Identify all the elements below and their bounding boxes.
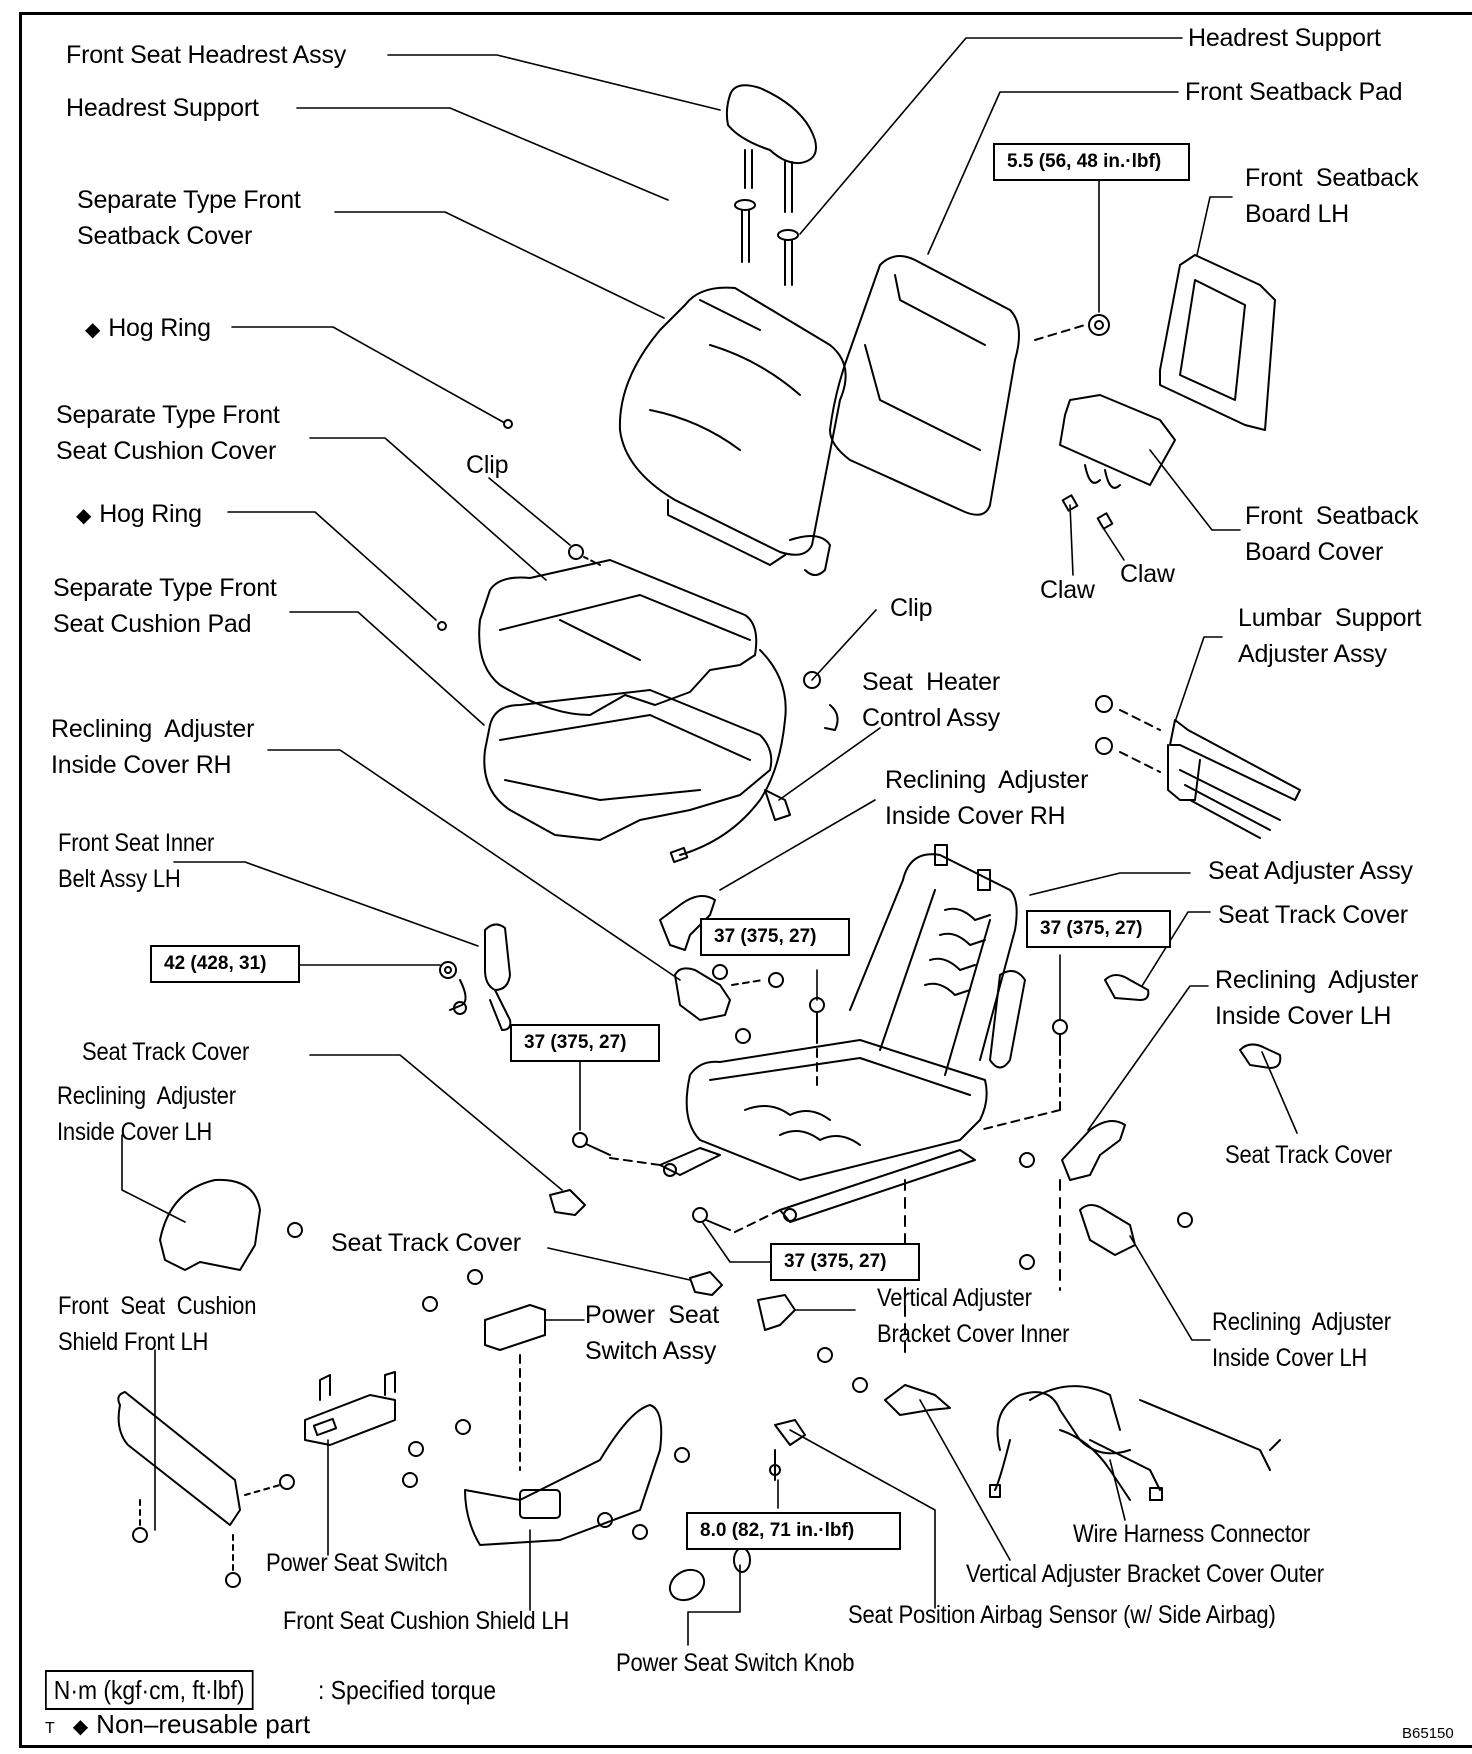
hog-ring-2-drawing: [437, 621, 447, 631]
label-seat-track-cover-right-mid: Seat Track Cover: [1225, 1141, 1393, 1169]
torque-spec-track-front: 37 (375, 27): [510, 1024, 660, 1062]
label-hog-ring-2: ◆Hog Ring: [76, 500, 202, 528]
label-front-seatback-board-cover: Front Seatback Board Cover: [1245, 502, 1419, 566]
recliner-lh-cover-right-drawing: [1019, 1120, 1193, 1270]
seat-cushion-cover-drawing: [478, 559, 758, 716]
switch-knob-drawing: [668, 1547, 751, 1602]
label-headrest-support-right: Headrest Support: [1188, 24, 1381, 52]
label-vertical-adjuster-bracket-cover-outer: Vertical Adjuster Bracket Cover Outer: [966, 1560, 1324, 1588]
seat-adjuster-drawing: [659, 844, 1026, 1223]
label-seat-heater-control-assy: Seat Heater Control Assy: [862, 668, 1000, 732]
inner-belt-drawing: [439, 923, 512, 1031]
seat-heater-control-drawing: [669, 649, 839, 864]
seatback-cover-drawing: [618, 286, 847, 576]
label-reclining-adjuster-inside-cover-lh-right-top: Reclining Adjuster Inside Cover LH: [1215, 966, 1419, 1030]
power-seat-switch-drawing: [304, 1371, 471, 1488]
label-power-seat-switch: Power Seat Switch: [266, 1549, 448, 1577]
label-reclining-adjuster-inside-cover-lh-left: Reclining Adjuster Inside Cover LH: [57, 1082, 236, 1146]
label-reclining-adjuster-inside-cover-rh-right: Reclining Adjuster Inside Cover RH: [885, 766, 1089, 830]
non-reusable-diamond-icon: ◆: [72, 1716, 89, 1738]
cushion-shield-lh-drawing: [464, 1404, 690, 1546]
label-front-seat-cushion-shield-lh: Front Seat Cushion Shield LH: [283, 1607, 570, 1635]
seatback-pad-drawing: [829, 255, 1020, 516]
figure-code: B65150: [1402, 1725, 1454, 1742]
label-front-seatback-pad: Front Seatback Pad: [1185, 78, 1403, 106]
leader-lines: [121, 37, 1298, 1646]
lumbar-support-drawing: [1095, 695, 1301, 839]
label-lumbar-support-adjuster-assy: Lumbar Support Adjuster Assy: [1238, 604, 1422, 668]
seatback-board-cover-drawing: [1059, 394, 1176, 530]
label-seat-track-cover-center: Seat Track Cover: [331, 1229, 521, 1257]
torque-spec-recliner-lh: 37 (375, 27): [1026, 910, 1171, 948]
airbag-sensor-drawing: [769, 1419, 806, 1481]
recliner-rh-cover-drawing: [659, 895, 784, 1044]
label-reclining-adjuster-inside-cover-rh-left: Reclining Adjuster Inside Cover RH: [51, 715, 255, 779]
label-power-seat-switch-knob: Power Seat Switch Knob: [616, 1649, 855, 1677]
torque-spec-airbag-sensor: 8.0 (82, 71 in.·lbf): [686, 1512, 901, 1550]
torque-spec-track-rear: 37 (375, 27): [770, 1243, 920, 1281]
cushion-shield-front-drawing: [117, 1391, 295, 1588]
vertical-adjuster-inner-drawing: [757, 1294, 833, 1363]
wire-harness-drawing: [989, 1385, 1281, 1501]
label-clip-1: Clip: [466, 451, 509, 479]
non-reusable-diamond-icon: ◆: [76, 505, 92, 527]
label-front-seatback-board-lh: Front Seatback Board LH: [1245, 164, 1419, 228]
label-clip-2: Clip: [890, 594, 933, 622]
label-seat-cushion-cover: Separate Type Front Seat Cushion Cover: [56, 401, 280, 465]
label-vertical-adjuster-bracket-cover-inner: Vertical Adjuster Bracket Cover Inner: [877, 1284, 1070, 1348]
vertical-adjuster-outer-drawing: [852, 1377, 951, 1416]
headrest-drawing: [725, 84, 817, 286]
legend-torque-unit-box: N·m (kgf·cm, ft·lbf): [45, 1670, 254, 1710]
clip-1-drawing: [568, 544, 601, 566]
label-hog-ring-1: ◆Hog Ring: [85, 314, 211, 342]
label-seat-position-airbag-sensor: Seat Position Airbag Sensor (w/ Side Air…: [848, 1601, 1276, 1629]
label-claw-1: Claw: [1040, 576, 1095, 604]
torque-spec-seatback-board: 5.5 (56, 48 in.·lbf): [993, 143, 1190, 181]
label-front-seat-cushion-shield-front-lh: Front Seat Cushion Shield Front LH: [58, 1292, 257, 1356]
label-headrest-support-left: Headrest Support: [66, 94, 259, 122]
label-seat-adjuster-assy: Seat Adjuster Assy: [1208, 857, 1413, 885]
hog-ring-1-drawing: [503, 419, 513, 429]
legend-torque-desc: : Specified torque: [318, 1675, 497, 1705]
label-power-seat-switch-assy: Power Seat Switch Assy: [585, 1301, 719, 1365]
torque-spec-recliner-rh: 37 (375, 27): [700, 918, 850, 956]
label-claw-2: Claw: [1120, 560, 1175, 588]
label-seat-track-cover-left: Seat Track Cover: [82, 1038, 250, 1066]
diagram-frame: [19, 12, 1472, 1748]
non-reusable-diamond-icon: ◆: [85, 319, 101, 341]
seat-track-covers-drawing: [549, 974, 1282, 1296]
seatback-board-drawing: [1034, 254, 1276, 431]
label-reclining-adjuster-inside-cover-lh-right-bottom: Reclining Adjuster Inside Cover LH: [1212, 1308, 1391, 1372]
label-front-seat-headrest-assy: Front Seat Headrest Assy: [66, 41, 347, 69]
label-wire-harness-connector: Wire Harness Connector: [1073, 1520, 1310, 1548]
power-seat-switch-assy-drawing: [422, 1269, 546, 1471]
legend-prefix: T: [45, 1720, 55, 1737]
label-seat-track-cover-right-top: Seat Track Cover: [1218, 901, 1408, 929]
label-seat-cushion-pad: Separate Type Front Seat Cushion Pad: [53, 574, 277, 638]
torque-spec-inner-belt: 42 (428, 31): [150, 945, 300, 983]
recliner-lh-cover-left-drawing: [159, 1178, 303, 1271]
label-front-seat-inner-belt-assy-lh: Front Seat Inner Belt Assy LH: [58, 829, 215, 893]
label-seatback-cover: Separate Type Front Seatback Cover: [77, 186, 301, 250]
seat-cushion-pad-drawing: [483, 689, 773, 841]
legend-nonreusable: T◆Non–reusable part: [45, 1709, 311, 1739]
